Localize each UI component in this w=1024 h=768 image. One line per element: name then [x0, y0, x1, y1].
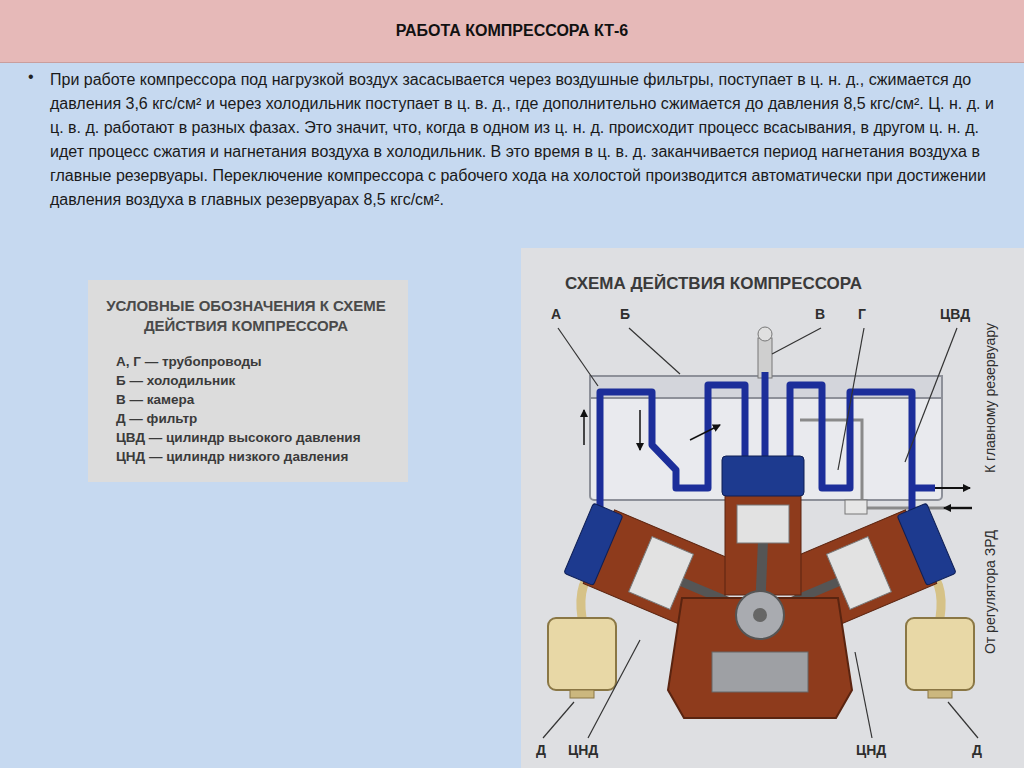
cylinder-head [897, 503, 956, 585]
leader-line [772, 328, 821, 354]
crankshaft [736, 591, 784, 639]
part-letter: А [551, 306, 561, 322]
legend-item: ЦНД — цилиндр низкого давления [98, 447, 394, 466]
flow-arrow [690, 425, 720, 440]
compressor-illustration [521, 248, 1024, 768]
legend-item: Д — фильтр [98, 409, 394, 428]
legend-item: А, Г — трубопроводы [98, 352, 394, 371]
part-letter: Б [620, 306, 630, 322]
oil-sump [712, 652, 808, 692]
flow-arrow [639, 410, 641, 450]
part-letter: Д [536, 742, 546, 758]
legend-item: Б — холодильник [98, 371, 394, 390]
crank-pin [753, 608, 767, 622]
flow-arrow [583, 410, 585, 445]
direction-note: От регулятора ЗРД [982, 530, 998, 654]
flow-arrow [935, 487, 970, 489]
legend-panel: УСЛОВНЫЕ ОБОЗНАЧЕНИЯ К СХЕМЕ ДЕЙСТВИЯ КО… [88, 280, 408, 482]
part-letter: В [815, 306, 825, 322]
piston [737, 505, 789, 543]
legend-item: В — камера [98, 390, 394, 409]
part-letter: ЦНД [856, 742, 886, 758]
body-text: При работе компрессора под нагрузкой воз… [50, 68, 1005, 212]
air-filter [906, 618, 974, 690]
legend-heading: УСЛОВНЫЕ ОБОЗНАЧЕНИЯ К СХЕМЕ ДЕЙСТВИЯ КО… [98, 296, 394, 336]
valve-cap [758, 327, 772, 341]
part-letter: Г [858, 306, 866, 322]
air-filter [548, 618, 616, 690]
regulator-line [800, 420, 972, 508]
leader-line [838, 328, 864, 470]
legend-item: ЦВД — цилиндр высокого давления [98, 428, 394, 447]
leader-line [948, 702, 978, 738]
part-letter: ЦНД [568, 742, 598, 758]
hp-cylinder-head [722, 456, 804, 496]
pipeline-out [912, 485, 935, 492]
leader-line [558, 328, 598, 386]
flow-arrow [944, 507, 972, 509]
scheme-panel: СХЕМА ДЕЙСТВИЯ КОМПРЕССОРА [521, 248, 1024, 768]
filter-inlet [570, 690, 594, 698]
leader-lines [543, 328, 978, 738]
leader-line [543, 702, 574, 738]
part-letter: Д [972, 742, 982, 758]
leader-line [588, 640, 640, 738]
cylinder-head [564, 503, 623, 585]
slide-title: РАБОТА КОМПРЕССОРА КТ-6 [0, 22, 1024, 40]
part-letter: ЦВД [940, 306, 970, 322]
crankcase [668, 598, 852, 718]
filter-inlet [928, 690, 952, 698]
unloader-valve [845, 500, 867, 514]
leader-line [855, 652, 872, 738]
direction-note: К главному резервуару [982, 323, 998, 473]
scheme-title: СХЕМА ДЕЙСТВИЯ КОМПРЕССОРА [565, 274, 862, 294]
leader-line [629, 328, 680, 374]
pipeline-chamber [762, 372, 769, 460]
bullet: • [28, 68, 34, 86]
leader-line [905, 328, 957, 462]
